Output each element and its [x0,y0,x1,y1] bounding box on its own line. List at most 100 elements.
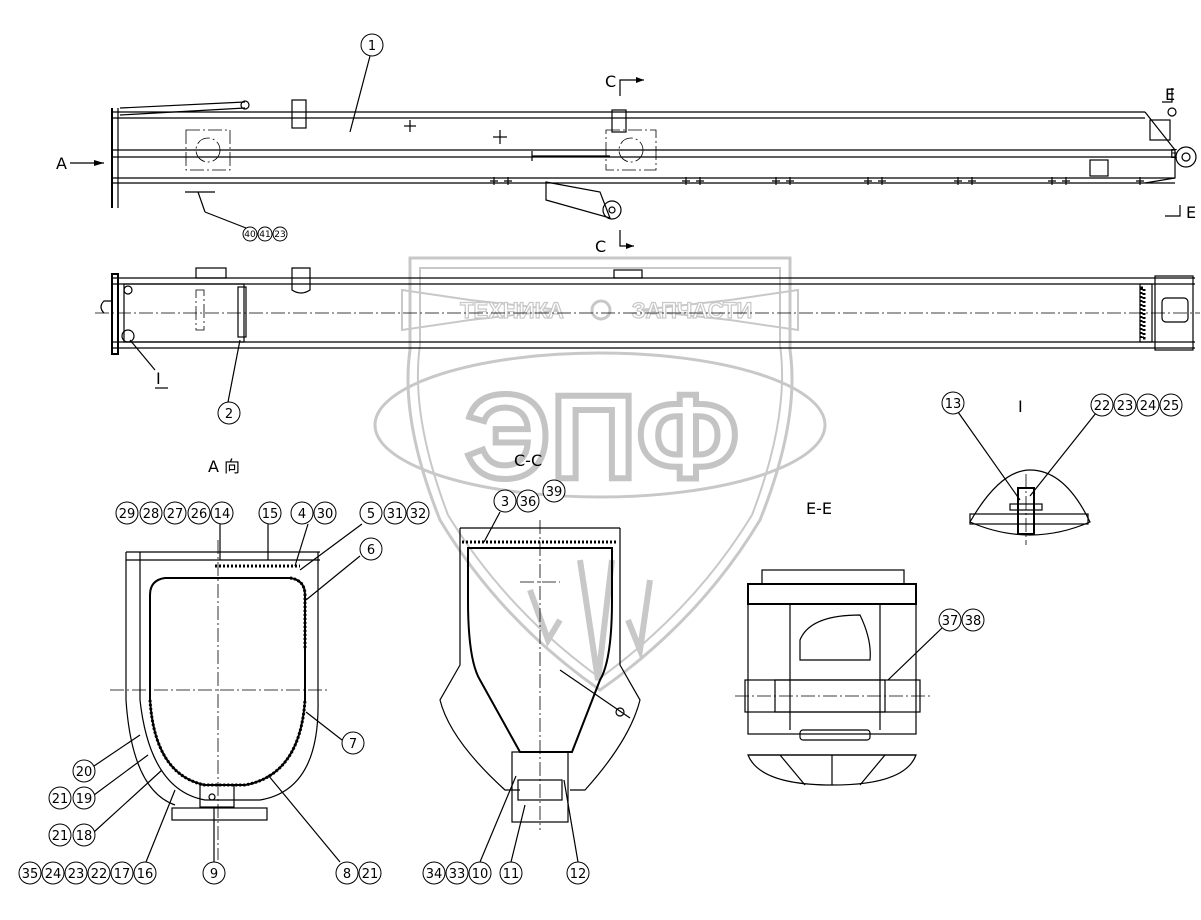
callout-21b: 21 [48,823,72,847]
svg-text:25: 25 [1163,399,1180,414]
svg-text:2: 2 [225,407,233,422]
svg-text:38: 38 [965,614,982,629]
bolt-pairs [490,177,1144,185]
callout-32: 32 [406,501,430,525]
section-ee: E-E [735,499,932,786]
svg-text:36: 36 [520,495,537,510]
svg-text:7: 7 [349,737,357,752]
svg-text:8: 8 [343,867,351,882]
svg-text:15: 15 [262,507,279,522]
callout-4: 4 [290,501,314,525]
svg-text:9: 9 [210,867,218,882]
svg-text:27: 27 [167,507,184,522]
svg-text:12: 12 [570,867,587,882]
svg-text:30: 30 [317,507,334,522]
section-e-top-label: E [1165,85,1175,104]
callout-27: 27 [163,501,187,525]
section-cc: C-C [439,451,641,830]
svg-text:19: 19 [76,792,93,807]
callout-2: 2 [217,401,241,425]
svg-text:1: 1 [368,39,376,54]
svg-text:5: 5 [367,507,375,522]
callout-34: 34 [422,861,446,885]
boom-side-view [111,99,1197,220]
svg-text:21: 21 [52,829,69,844]
detail-i-marker: I [156,369,161,388]
callout-14: 14 [210,501,234,525]
svg-text:3: 3 [501,495,509,510]
svg-text:13: 13 [945,397,962,412]
section-c-bottom-label: C [595,237,606,256]
svg-text:10: 10 [472,867,489,882]
svg-text:4: 4 [298,507,306,522]
callout-5: 5 [359,501,383,525]
callout-1: 1 [360,33,384,57]
watermark-logo: ЭПФ [465,370,739,504]
detail-i-title: I [1018,397,1023,416]
watermark-company: ТЕХНИКА [460,298,564,323]
callout-11: 11 [499,861,523,885]
section-markers: A C C E E E [56,72,1196,256]
callout-23a: 23 [272,226,288,242]
callouts: 1 40 41 23 2 29 28 27 26 14 15 4 30 5 31… [18,33,1183,885]
svg-text:21: 21 [362,867,379,882]
svg-text:18: 18 [76,829,93,844]
watermark: ТЕХНИКА ЗАПЧАСТИ ЭПФ [373,256,827,692]
callout-9: 9 [202,861,226,885]
svg-text:14: 14 [214,507,231,522]
callout-3: 3 [493,489,517,513]
callout-15: 15 [258,501,282,525]
svg-text:34: 34 [426,867,443,882]
svg-text:20: 20 [76,765,93,780]
callout-36: 36 [516,489,540,513]
svg-text:32: 32 [410,507,427,522]
callout-23c: 23 [1113,393,1137,417]
gear-icon [590,299,612,321]
callout-28: 28 [139,501,163,525]
callout-16: 16 [133,861,157,885]
callout-37: 37 [938,608,962,632]
section-e-bottom-label: E [1186,203,1196,222]
svg-text:26: 26 [191,507,208,522]
detail-i: I I [129,339,1091,545]
callout-18: 18 [72,823,96,847]
view-a-section: A 向 [110,457,330,860]
view-a-title: A 向 [208,457,240,476]
callout-21a: 21 [48,786,72,810]
callout-8: 8 [335,861,359,885]
wheat-emblem [527,559,653,681]
callout-24b: 24 [1136,393,1160,417]
svg-text:37: 37 [942,614,959,629]
callout-7: 7 [341,731,365,755]
section-cc-title: C-C [514,451,542,470]
svg-text:16: 16 [137,867,154,882]
callout-13: 13 [941,391,965,415]
svg-text:40: 40 [244,230,256,240]
svg-text:6: 6 [367,543,375,558]
callout-24a: 24 [41,861,65,885]
section-ee-title: E-E [806,499,832,518]
svg-text:24: 24 [45,867,62,882]
callout-26: 26 [187,501,211,525]
callout-38: 38 [961,608,985,632]
callout-41: 41 [257,226,273,242]
callout-17: 17 [110,861,134,885]
section-e-mid-label: E [1170,147,1178,161]
watermark-company-2: ЗАПЧАСТИ [632,298,753,323]
svg-text:21: 21 [52,792,69,807]
svg-text:31: 31 [387,507,404,522]
callout-31: 31 [383,501,407,525]
svg-text:22: 22 [91,867,108,882]
callout-29: 29 [115,501,139,525]
svg-text:23: 23 [274,230,285,240]
callout-30: 30 [313,501,337,525]
callout-25: 25 [1159,393,1183,417]
svg-text:24: 24 [1140,399,1157,414]
svg-text:22: 22 [1094,399,1111,414]
svg-text:29: 29 [119,507,136,522]
callout-22b: 22 [1090,393,1114,417]
svg-text:39: 39 [546,485,563,500]
callout-19: 19 [72,786,96,810]
callout-23b: 23 [64,861,88,885]
